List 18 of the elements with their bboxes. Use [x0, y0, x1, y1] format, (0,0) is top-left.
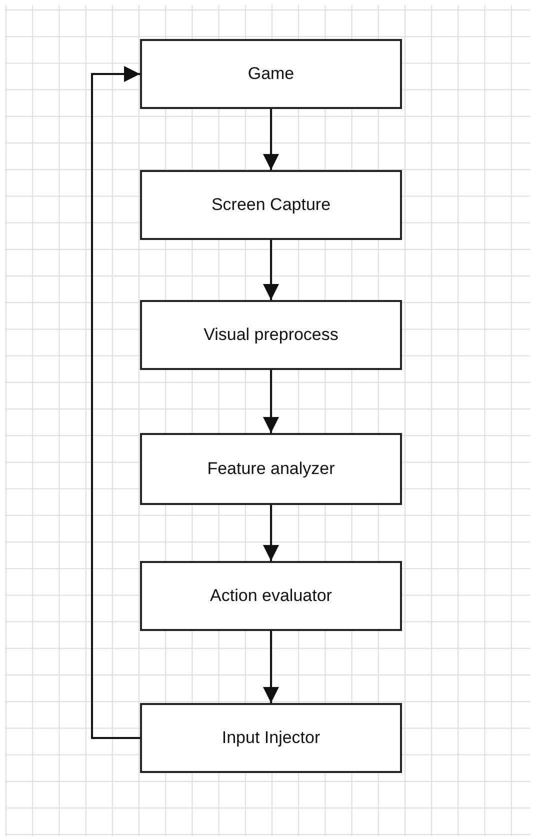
arrow	[263, 109, 279, 170]
process-box	[140, 561, 402, 631]
process-box	[140, 300, 402, 370]
arrow	[263, 240, 279, 300]
process-box	[140, 703, 402, 773]
arrow	[263, 631, 279, 703]
box-label: Screen Capture	[211, 195, 331, 215]
box-label: Feature analyzer	[207, 459, 335, 479]
process-box	[140, 433, 402, 505]
box-label: Input Injector	[222, 728, 320, 748]
box-label: Visual preprocess	[204, 325, 338, 345]
box-label: Action evaluator	[210, 586, 332, 606]
process-box	[140, 39, 402, 109]
arrow	[263, 505, 279, 561]
box-label: Game	[248, 64, 294, 84]
arrow	[91, 66, 140, 739]
arrow	[263, 370, 279, 433]
process-box	[140, 170, 402, 240]
